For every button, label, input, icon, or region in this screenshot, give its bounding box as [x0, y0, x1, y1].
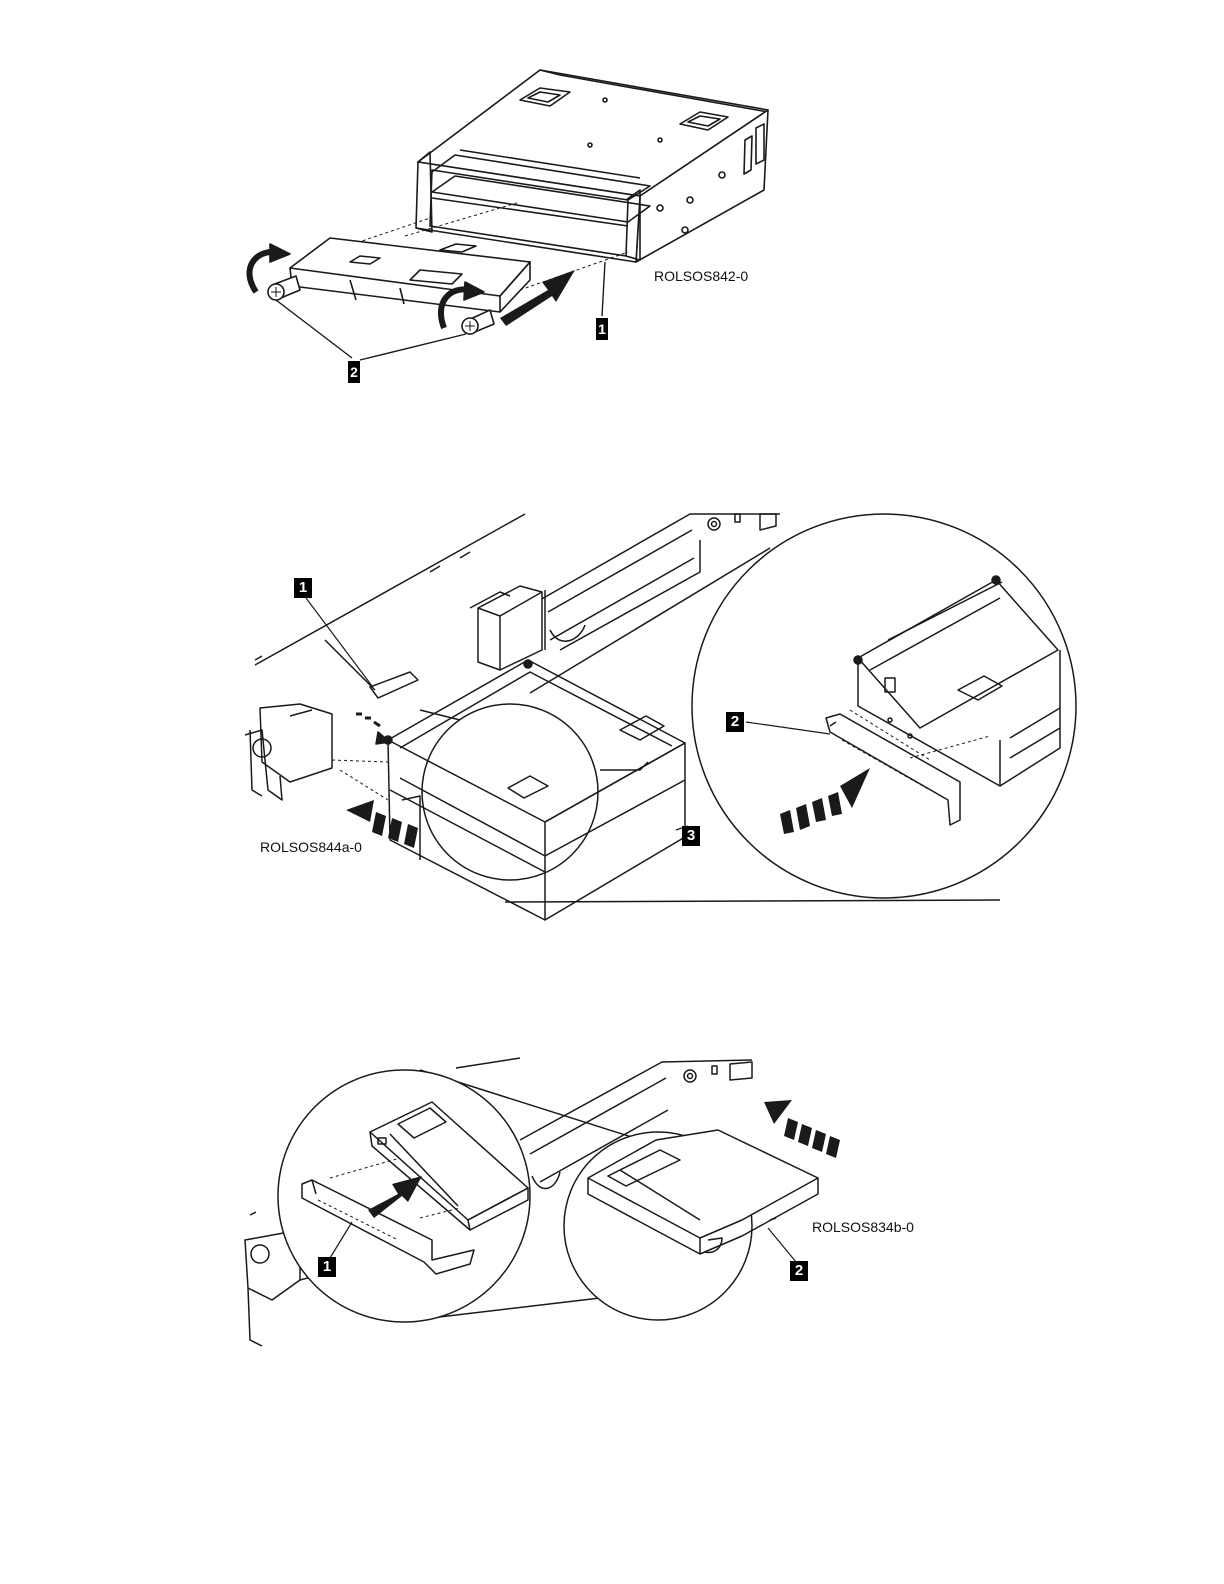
callout-2: 2 — [726, 712, 744, 732]
figure-rolsos844a: 1 2 3 ROLSOS844a-0 — [0, 500, 1224, 920]
callout-1: 1 — [596, 318, 608, 340]
figure-id-label: ROLSOS834b-0 — [812, 1219, 914, 1235]
drive-cage-illustration — [0, 0, 1224, 400]
figure-id-label: ROLSOS842-0 — [654, 268, 748, 284]
callout-1: 1 — [294, 578, 312, 598]
figure-rolsos834b: ROLSOS834b-0 1 2 — [0, 1050, 1224, 1350]
figure-rolsos842: ROLSOS842-0 1 2 — [0, 0, 1224, 400]
callout-2: 2 — [790, 1261, 808, 1281]
callout-2: 2 — [348, 361, 360, 383]
callout-1: 1 — [318, 1257, 336, 1277]
callout-3: 3 — [682, 826, 700, 846]
figure-id-label: ROLSOS844a-0 — [260, 839, 362, 855]
optical-drive-install-illustration — [0, 1050, 1224, 1350]
drive-cage-install-illustration — [0, 500, 1224, 920]
